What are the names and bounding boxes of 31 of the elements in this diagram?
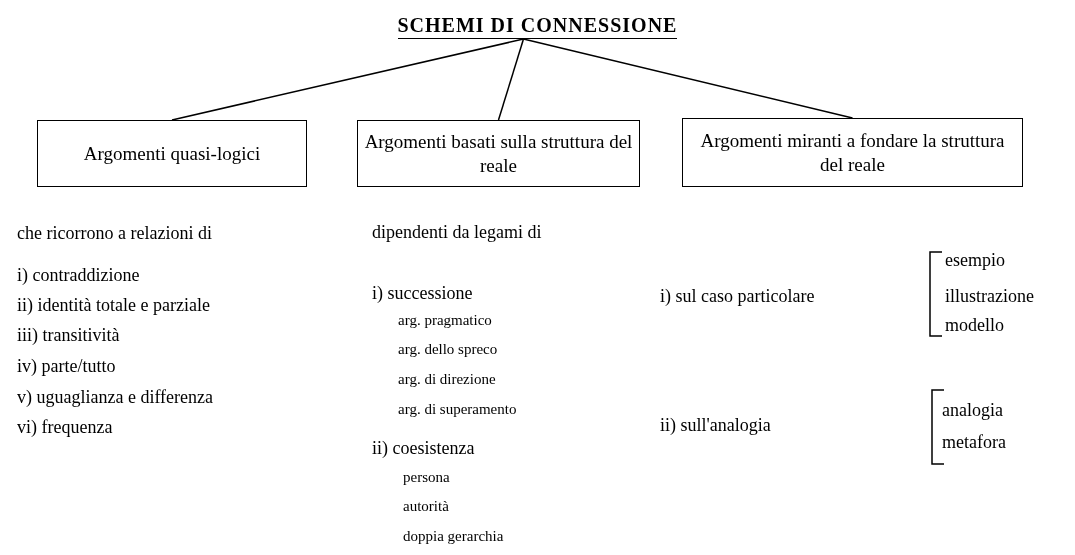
category-box: Argomenti miranti a fondare la struttura del reale [682, 118, 1023, 187]
list-item: che ricorrono a relazioni di [17, 222, 212, 244]
list-item: i) sul caso particolare [660, 285, 815, 307]
list-item: v) uguaglianza e differenza [17, 386, 214, 408]
list-item: ii) sull'analogia [660, 414, 771, 436]
list-item: doppia gerarchia [403, 527, 504, 546]
list-item: ii) identità totale e parziale [17, 294, 210, 316]
list-item: illustrazione [945, 285, 1034, 307]
list-item: persona [403, 468, 450, 487]
list-item: esempio [945, 249, 1005, 271]
list-item: arg. di superamento [398, 400, 517, 419]
category-box: Argomenti basati sulla struttura del reale [357, 120, 640, 187]
list-item: ii) coesistenza [372, 437, 475, 459]
list-item: iii) transitività [17, 324, 120, 346]
list-item: i) contraddizione [17, 264, 140, 286]
list-item: modello [945, 314, 1004, 336]
list-item: vi) frequenza [17, 416, 113, 438]
list-item: autorità [403, 497, 449, 516]
category-box: Argomenti quasi-logici [37, 120, 307, 187]
connector-line [171, 38, 525, 121]
list-item: arg. di direzione [398, 370, 496, 389]
connector-line [522, 38, 854, 119]
list-item: i) successione [372, 282, 473, 304]
list-item: arg. pragmatico [398, 311, 492, 330]
list-item: iv) parte/tutto [17, 355, 116, 377]
list-item: metafora [942, 431, 1006, 453]
list-item: dipendenti da legami di [372, 221, 542, 243]
connector-line [497, 38, 525, 121]
heading: SCHEMI DI CONNESSIONE [397, 12, 678, 39]
list-item: arg. dello spreco [398, 340, 498, 359]
list-item: analogia [942, 399, 1003, 421]
